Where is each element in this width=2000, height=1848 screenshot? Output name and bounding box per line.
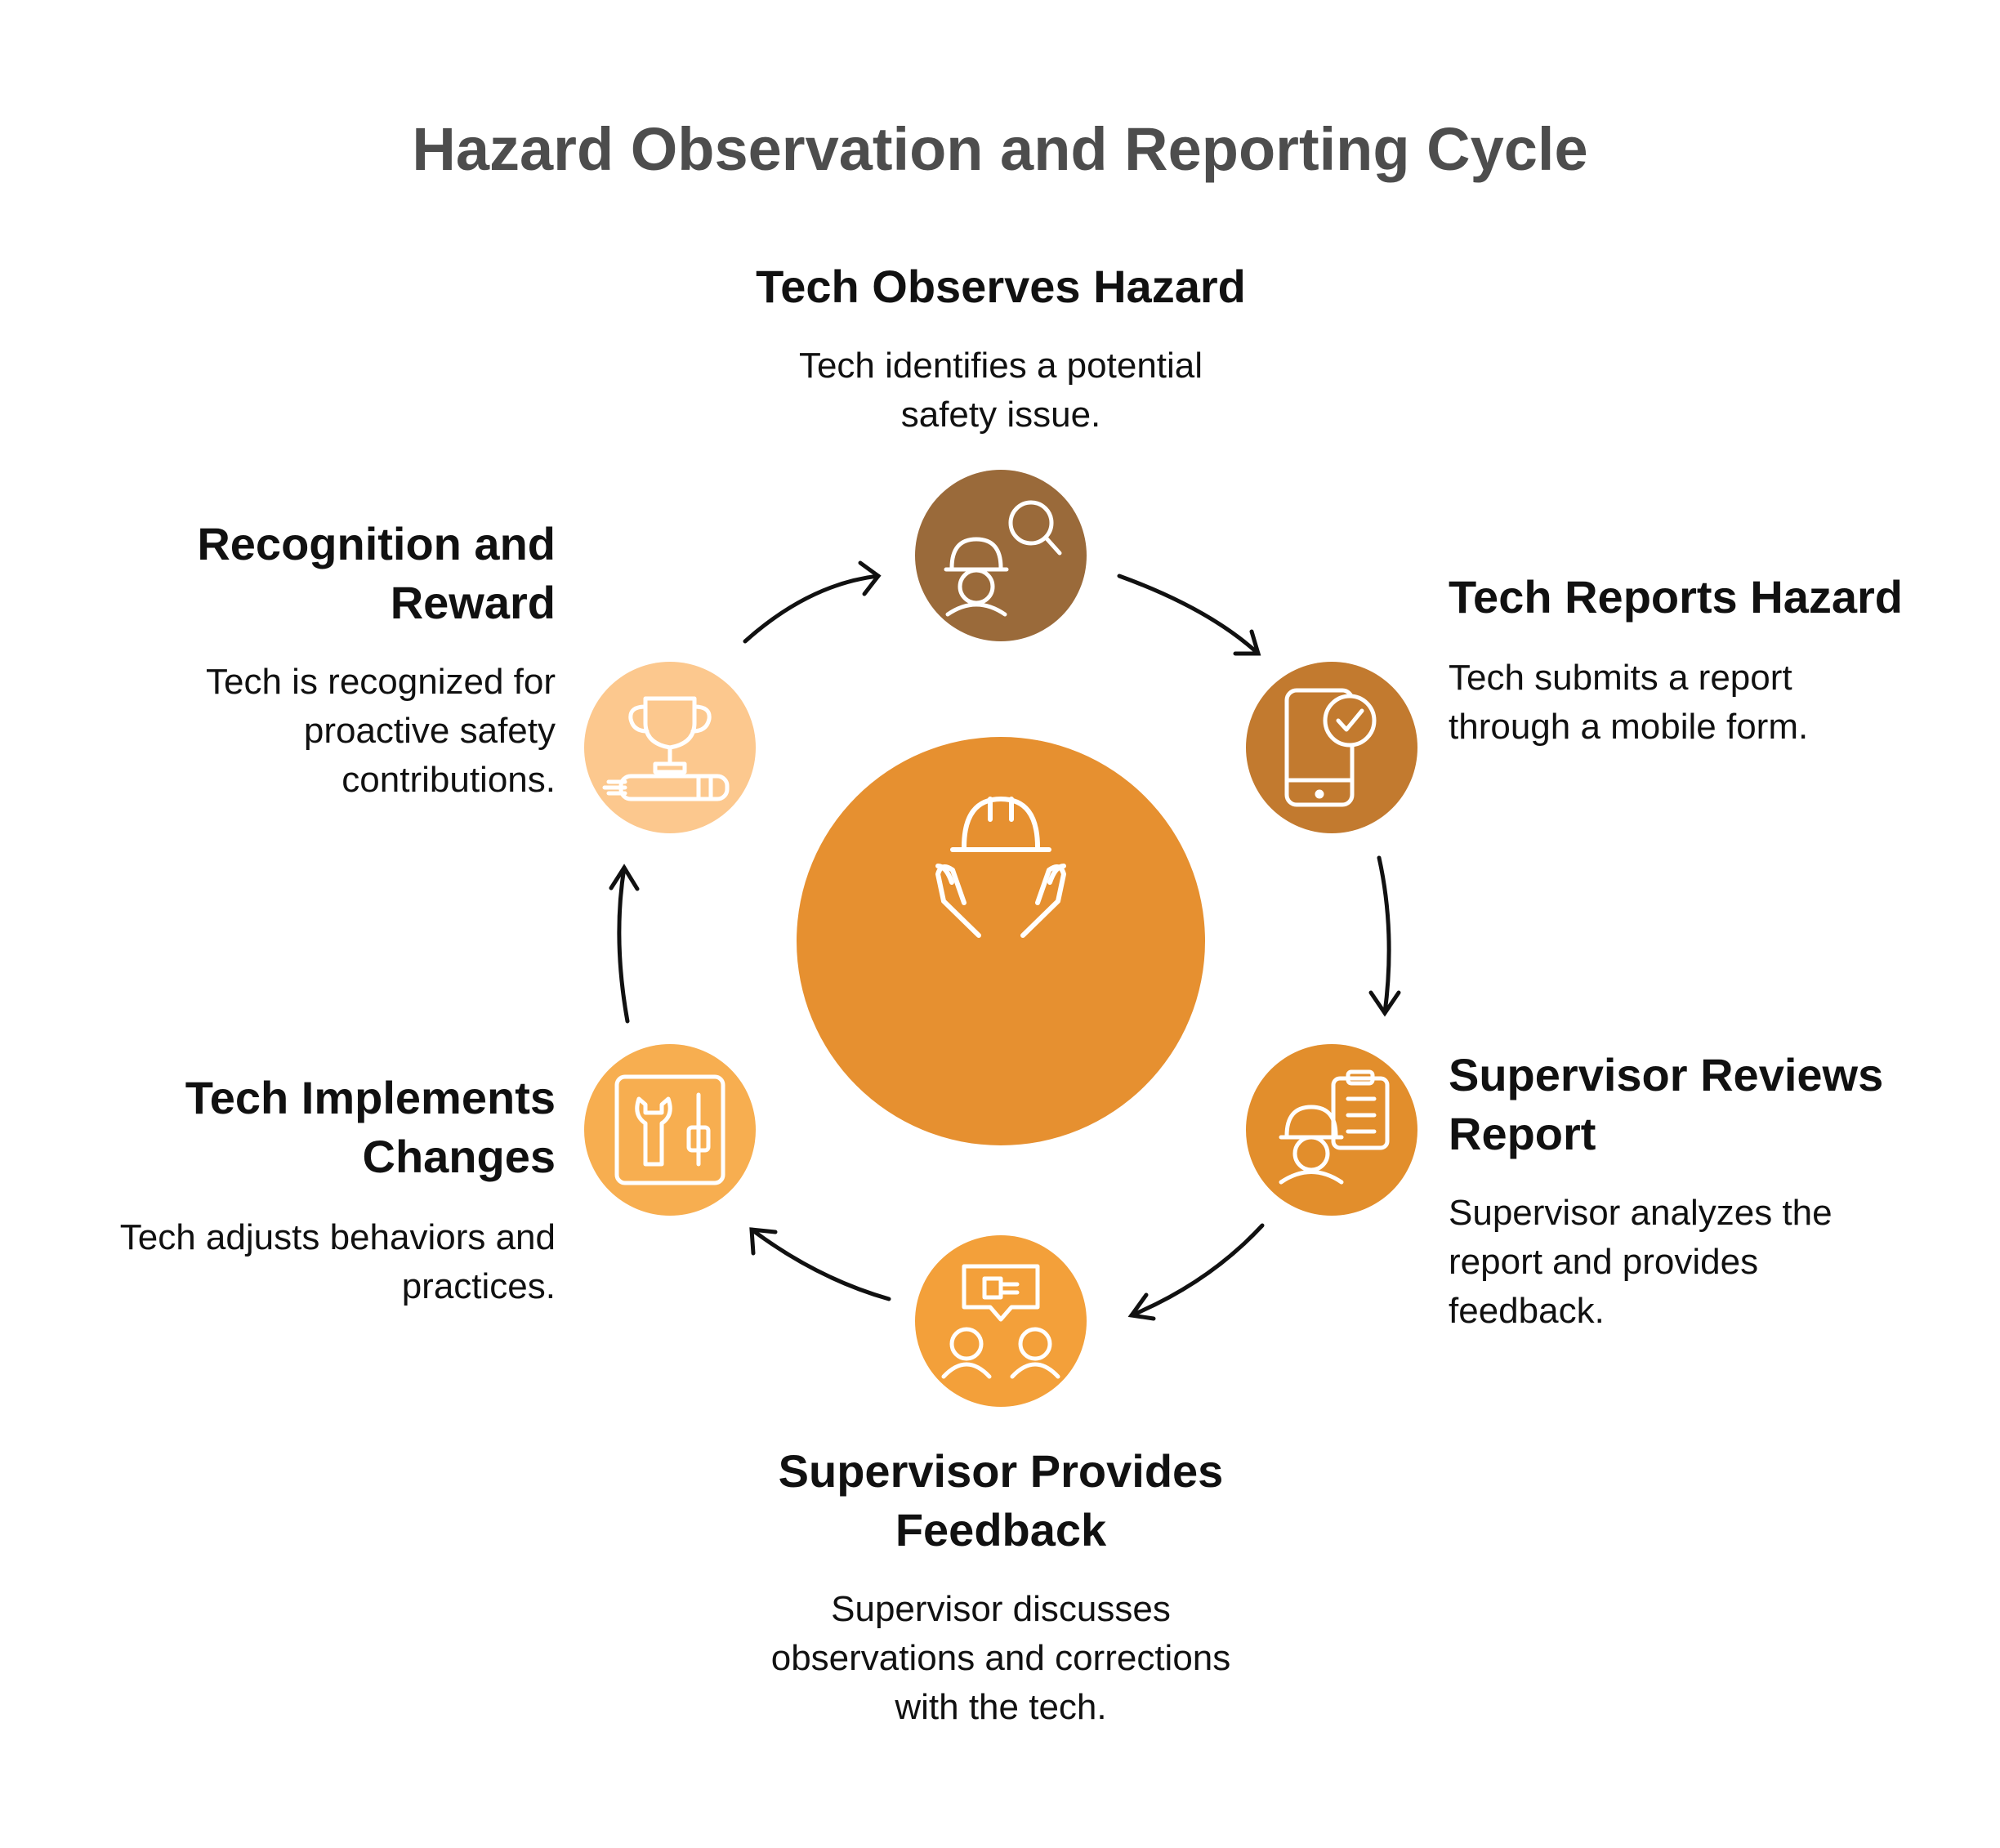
step-title-reward: Recognition and Reward: [197, 518, 556, 628]
hands-helmet-icon: [935, 797, 1066, 938]
node-supervisor-provides-feedback: [915, 1235, 1087, 1407]
step-title-implement: Tech Implements Changes: [185, 1072, 556, 1182]
node-tech-reports-hazard: [1246, 662, 1417, 833]
node-tech-implements-changes: [584, 1044, 756, 1216]
arrow-implement-to-reward: [609, 864, 640, 1024]
diagram-title: Hazard Observation and Reporting Cycle: [412, 115, 1588, 183]
node-supervisor-reviews-report: [1246, 1044, 1417, 1216]
worker-clipboard-icon: [1279, 1069, 1390, 1185]
arrow-observe-to-report: [1117, 574, 1261, 656]
step-desc-feedback: Supervisor discusses observations and co…: [770, 1589, 1231, 1727]
tools-panel-icon: [614, 1074, 725, 1185]
discussion-icon: [941, 1264, 1060, 1379]
step-desc-implement: Tech adjusts behaviors and practices.: [119, 1217, 556, 1306]
step-desc-observe: Tech identifies a potential safety issue…: [798, 346, 1203, 435]
step-title-feedback: Supervisor Provides Feedback: [778, 1445, 1224, 1556]
node-tech-observes-hazard: [915, 470, 1087, 641]
trophy-icon: [602, 696, 730, 801]
step-title-observe: Tech Observes Hazard: [756, 261, 1246, 312]
step-title-report: Tech Reports Hazard: [1449, 571, 1903, 623]
worker-search-icon: [944, 500, 1062, 617]
center-circle: [797, 737, 1205, 1145]
arrow-review-to-feedback: [1127, 1223, 1265, 1321]
step-desc-reward: Tech is recognized for proactive safety …: [206, 662, 556, 800]
arrow-feedback-to-implement: [749, 1227, 891, 1301]
node-recognition-and-reward: [584, 662, 756, 833]
mobile-check-icon: [1284, 688, 1377, 807]
step-title-review: Supervisor Reviews Report: [1449, 1049, 1884, 1159]
arrow-reward-to-observe: [743, 560, 882, 644]
arrow-report-to-review: [1368, 855, 1401, 1017]
step-desc-review: Supervisor analyzes the report and provi…: [1449, 1193, 1833, 1331]
step-desc-report: Tech submits a report through a mobile f…: [1449, 658, 1809, 747]
